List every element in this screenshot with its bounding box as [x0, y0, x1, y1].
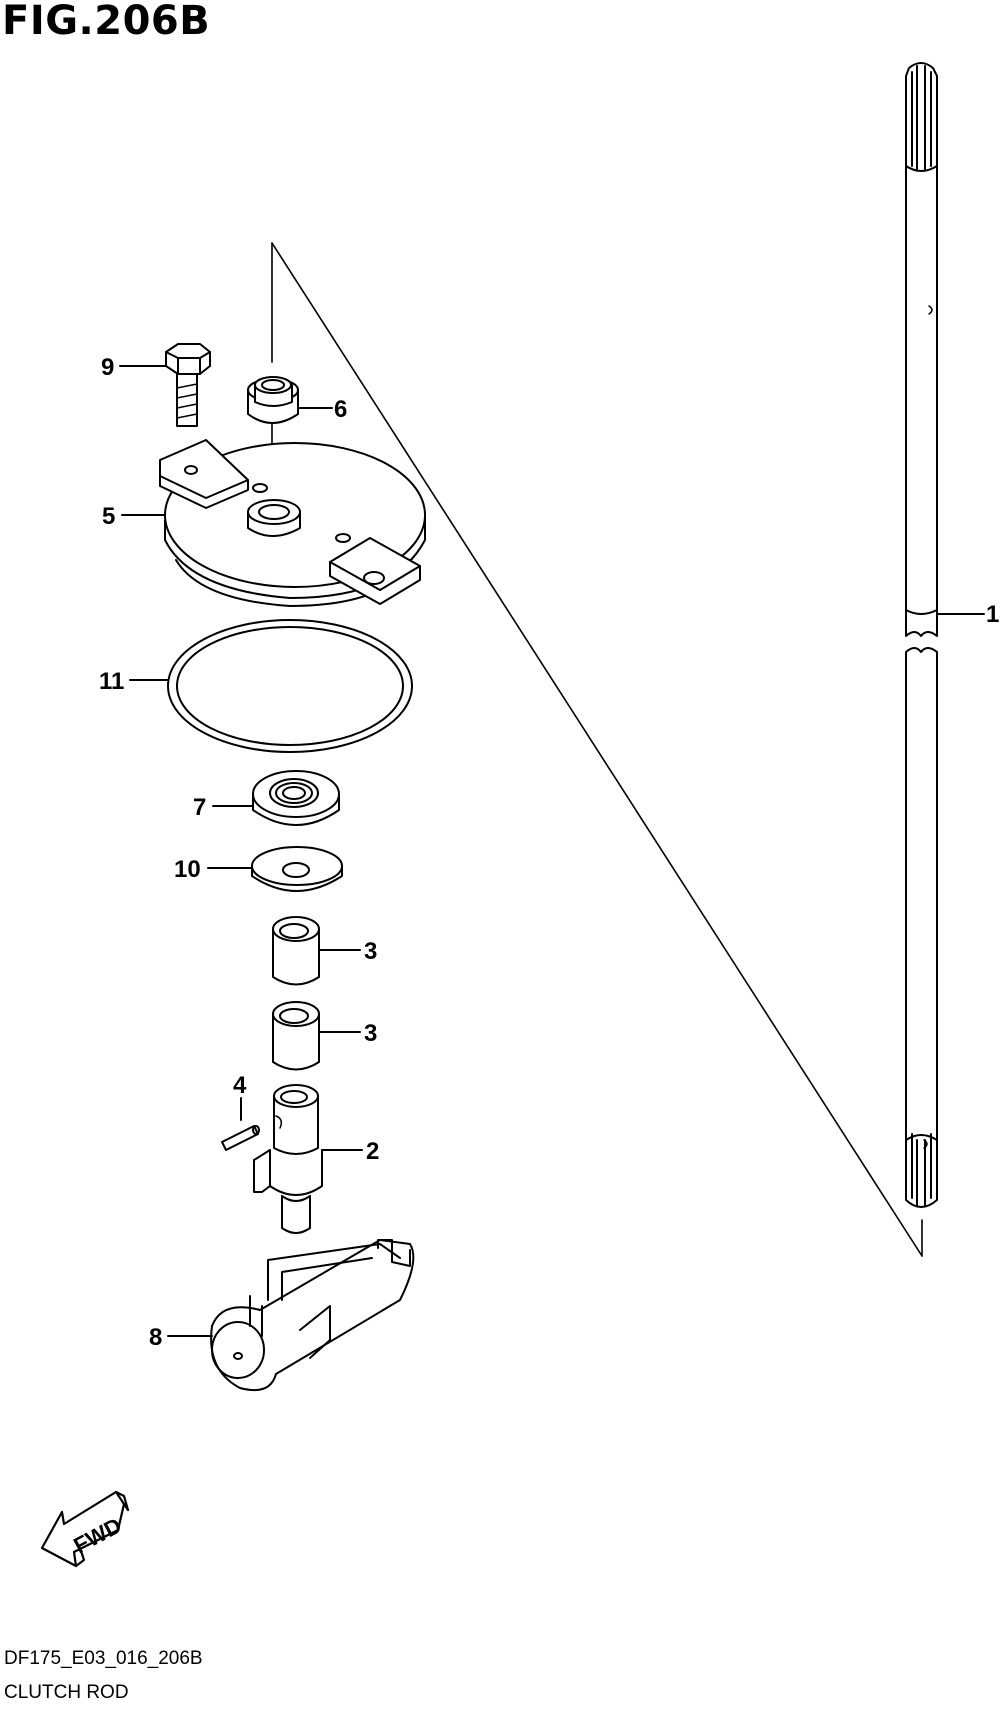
callout-1: 1	[986, 601, 999, 628]
callout-6: 6	[334, 396, 347, 423]
clutch-dog-part	[210, 1239, 415, 1392]
diagram-code: DF175_E03_016_206B	[4, 1648, 203, 1669]
fwd-arrow-icon: FWD	[40, 1490, 130, 1568]
callout-5: 5	[102, 503, 115, 530]
callout-8: 8	[149, 1324, 162, 1351]
callout-9: 9	[101, 354, 114, 381]
callout-3-upper: 3	[364, 938, 377, 965]
callout-10: 10	[174, 856, 201, 883]
callout-4: 4	[233, 1072, 247, 1099]
callout-2: 2	[366, 1138, 379, 1165]
sleeve-upper-part	[272, 916, 320, 986]
oil-seal-part	[252, 770, 340, 826]
o-ring-part	[167, 619, 413, 753]
bushing-part	[247, 376, 299, 424]
pin-part	[221, 1125, 260, 1151]
callout-11: 11	[99, 668, 124, 695]
callout-7: 7	[193, 794, 206, 821]
bolt-part	[165, 343, 211, 427]
washer-part	[251, 846, 343, 892]
clutch-rod-part	[905, 62, 938, 1208]
case-part	[159, 439, 426, 607]
diagram-name: CLUTCH ROD	[4, 1682, 129, 1703]
figure-title: FIG.206B	[2, 0, 211, 44]
shifter-shaft-part	[253, 1084, 323, 1234]
sleeve-lower-part	[272, 1001, 320, 1071]
assembly-line	[271, 242, 923, 1257]
callout-3-lower: 3	[364, 1020, 377, 1047]
